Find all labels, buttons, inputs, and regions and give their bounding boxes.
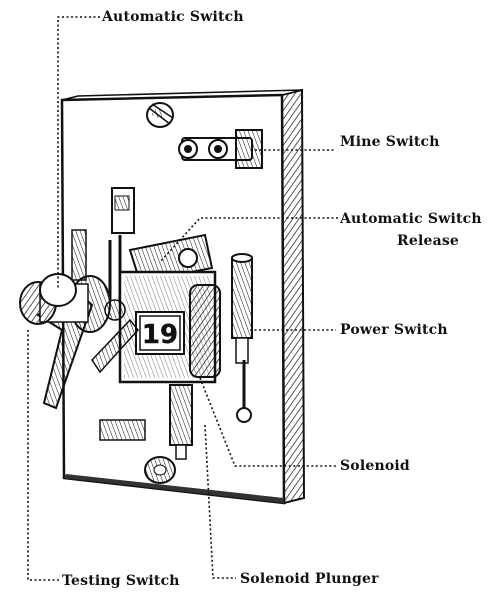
automatic-switch-knob [19, 273, 126, 333]
label-power-switch: Power Switch [340, 322, 448, 338]
leader-solenoid-plunger [204, 424, 236, 579]
automatic-switch-release [108, 187, 214, 300]
label-automatic-switch-release-line2: Release [397, 233, 460, 249]
label-mine-switch: Mine Switch [340, 134, 440, 150]
number-plate: 19 [135, 311, 185, 355]
number-plate-text: 19 [142, 320, 178, 350]
leader-automatic-switch-release [159, 217, 338, 263]
solenoid-plunger [169, 384, 193, 460]
label-solenoid: Solenoid [340, 458, 410, 474]
left-guide-rail [71, 229, 87, 281]
mine-switch [178, 129, 263, 169]
leader-lines [27, 16, 338, 581]
leader-automatic-switch [57, 16, 100, 288]
label-testing-switch: Testing Switch [62, 573, 180, 589]
label-automatic-switch-release-line1: Automatic Switch [340, 211, 482, 227]
top-mounting-knob [146, 102, 174, 128]
label-automatic-switch: Automatic Switch [102, 9, 244, 25]
bottom-mounting-knob [144, 456, 176, 484]
power-switch [231, 253, 253, 423]
leader-solenoid [199, 377, 336, 467]
leader-testing-switch [27, 330, 60, 581]
label-solenoid-plunger: Solenoid Plunger [240, 571, 379, 587]
